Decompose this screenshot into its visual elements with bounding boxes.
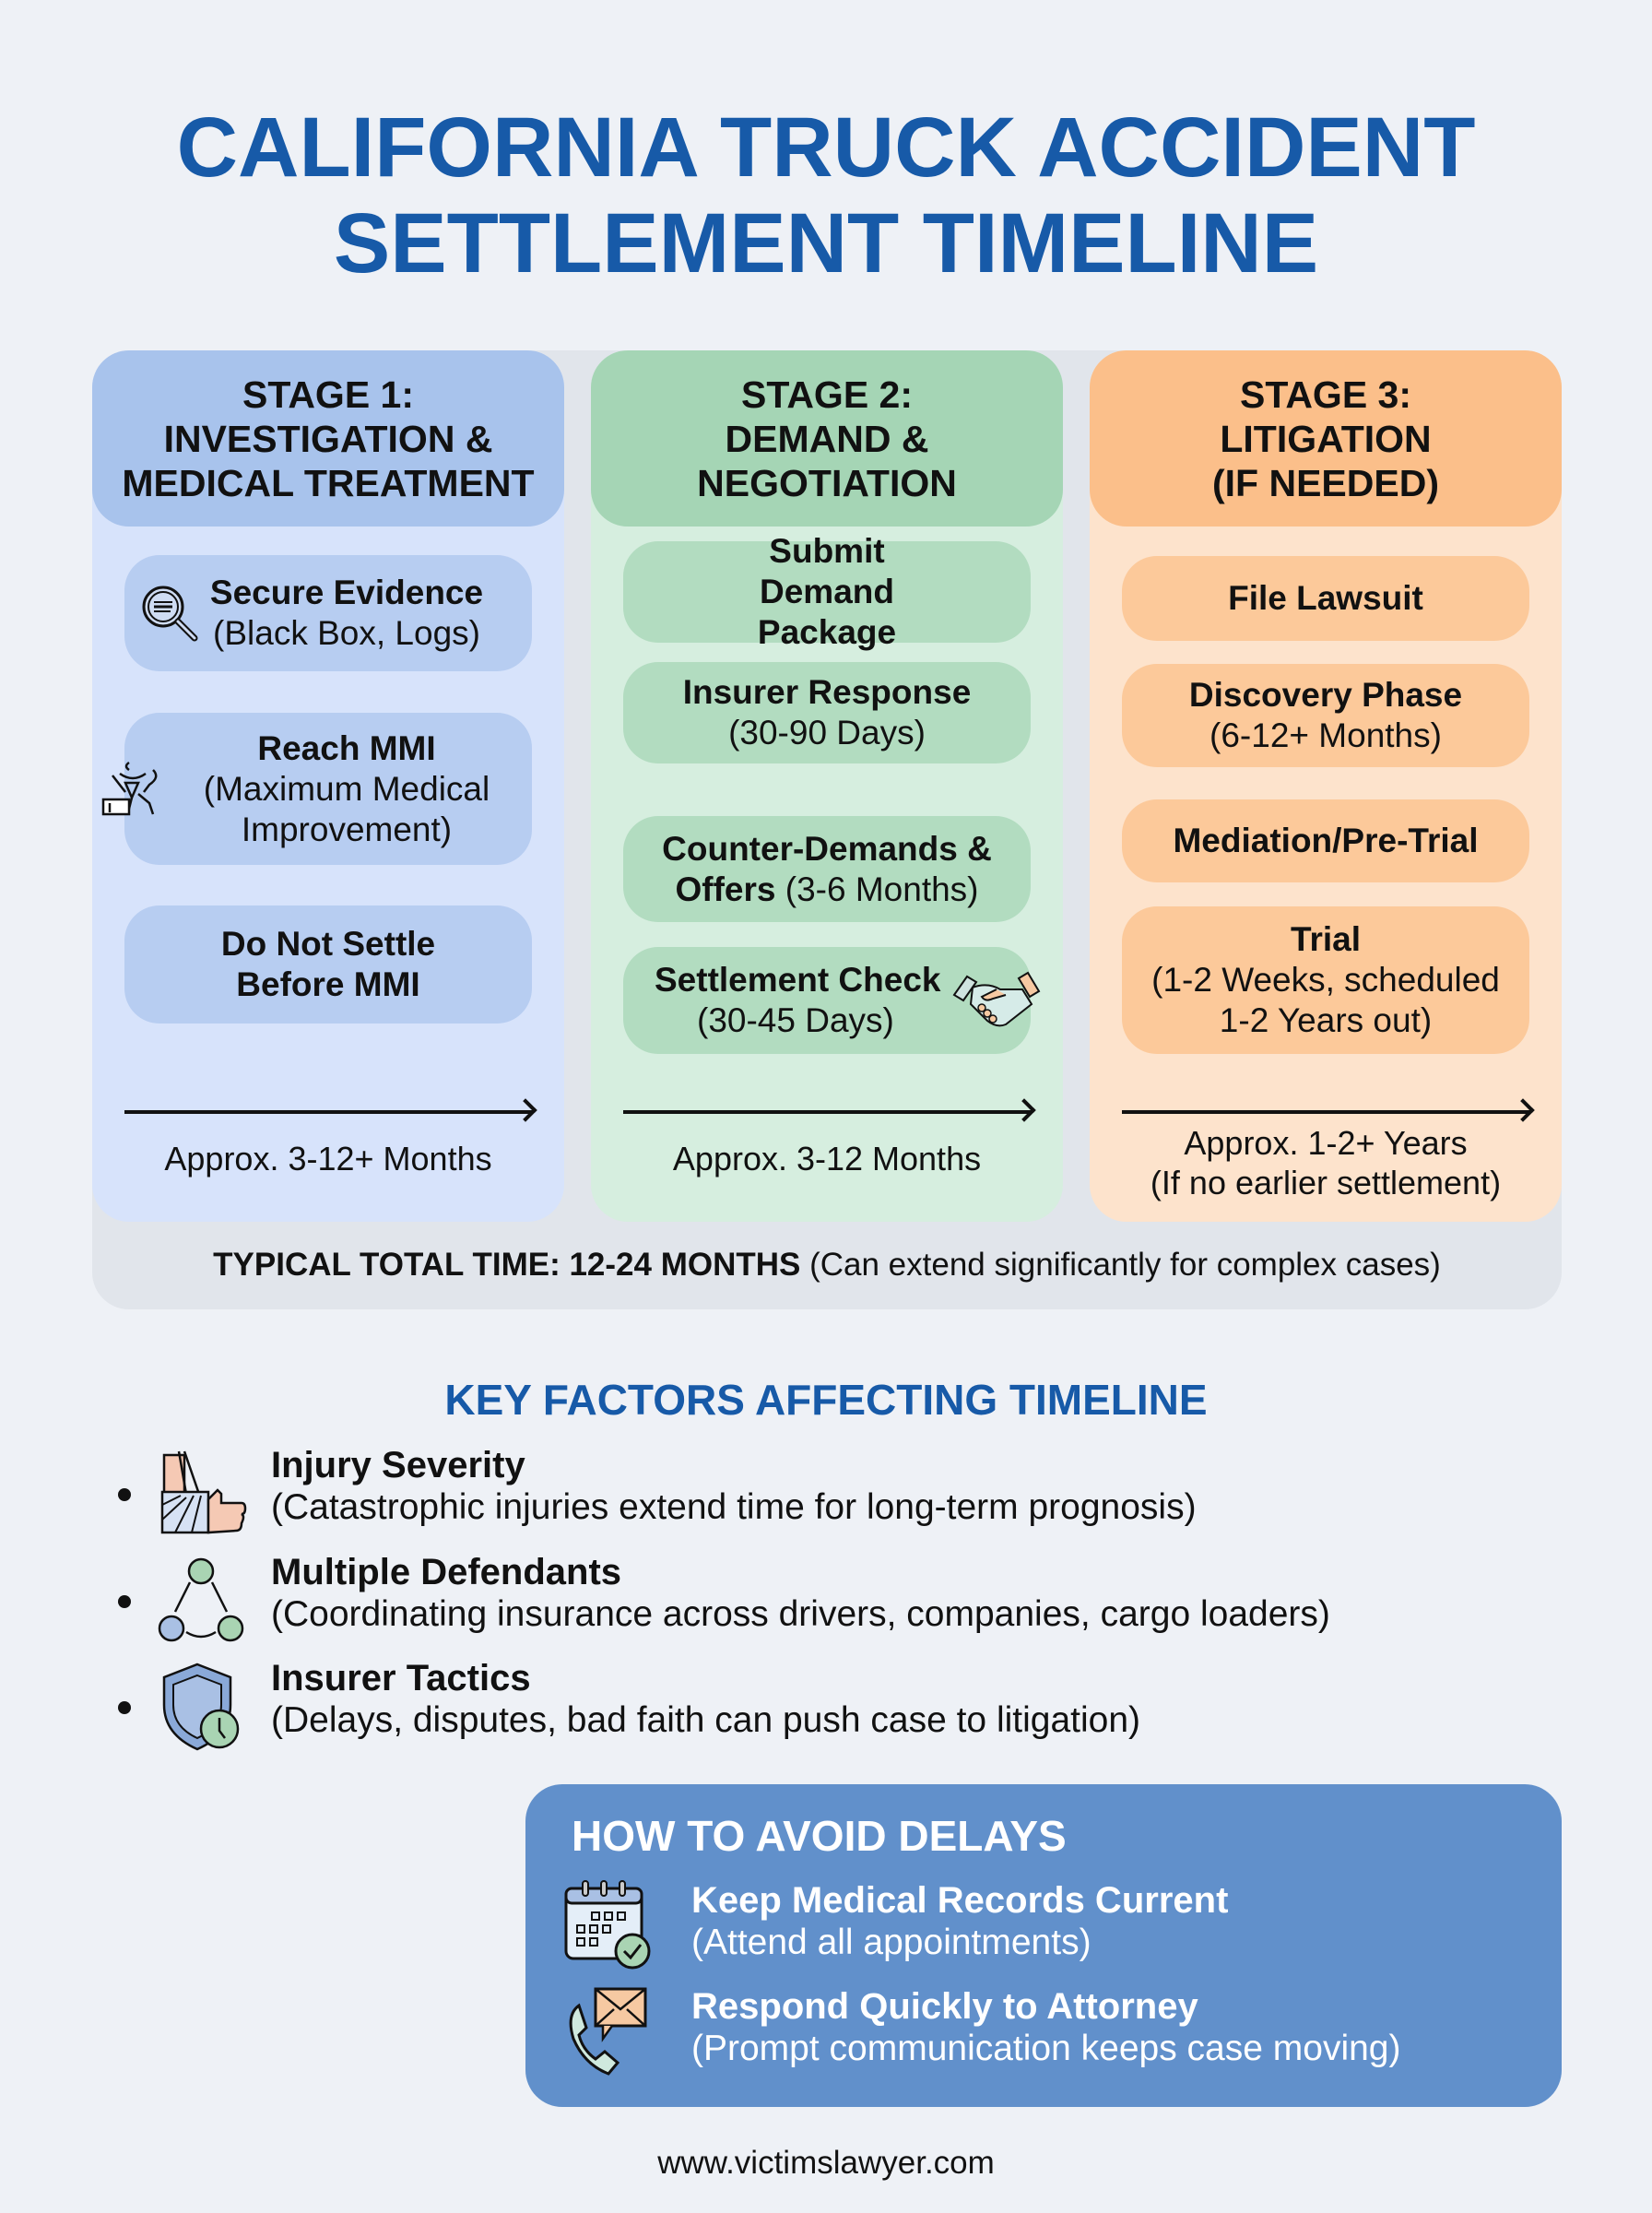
avoid-delays-title: HOW TO AVOID DELAYS: [572, 1812, 1067, 1860]
website-link[interactable]: www.victimslawyer.com: [657, 2145, 995, 2181]
stage-3-header-line: STAGE 3:: [1239, 373, 1412, 416]
timeline-arrow: [124, 1110, 532, 1114]
step-title: Submit Demand Package: [757, 532, 897, 651]
step-title: Do Not Settle Before MMI: [220, 925, 436, 1003]
step-reach-mmi: Reach MMI (Maximum Medical Improvement): [101, 713, 532, 865]
stage-3-column: STAGE 3: LITIGATION (IF NEEDED) File Law…: [1090, 350, 1562, 1222]
step-insurer-response: Insurer Response (30-90 Days): [623, 662, 1031, 763]
step-title: Secure Evidence: [209, 574, 484, 611]
stage-2-header-line: NEGOTIATION: [697, 461, 957, 504]
avoid-delays-text: Keep Medical Records Current (Attend all…: [691, 1879, 1228, 1964]
stage-1-header-line: INVESTIGATION &: [163, 417, 493, 460]
stage-3-duration: Approx. 1-2+ Years: [1184, 1124, 1468, 1162]
stage-1-header-line: MEDICAL TREATMENT: [122, 461, 535, 504]
step-title: Discovery Phase: [1188, 676, 1463, 714]
step-detail: (Black Box, Logs): [213, 614, 480, 652]
recovering-patient-icon: [101, 761, 158, 816]
step-trial: Trial (1-2 Weeks, scheduled 1-2 Years ou…: [1122, 906, 1529, 1054]
arm-cast-icon: [160, 1450, 247, 1534]
step-settlement-check: Settlement Check (30-45 Days): [623, 947, 1041, 1054]
stage-2-column: STAGE 2: DEMAND & NEGOTIATION Submit Dem…: [591, 350, 1063, 1222]
key-factors-title: KEY FACTORS AFFECTING TIMELINE: [444, 1376, 1208, 1424]
key-factor-heading: Insurer Tactics: [271, 1658, 531, 1698]
key-factor-detail: (Delays, disputes, bad faith can push ca…: [271, 1700, 1141, 1740]
step-detail: (30-45 Days): [697, 1001, 894, 1039]
step-detail: (6-12+ Months): [1210, 716, 1442, 754]
avoid-delays-detail: (Attend all appointments): [691, 1923, 1092, 1962]
title-line-2: SETTLEMENT TIMELINE: [333, 196, 1319, 290]
step-detail: (3-6 Months): [785, 870, 979, 908]
key-factor-detail: (Coordinating insurance across drivers, …: [271, 1594, 1330, 1634]
stage-2-header-line: STAGE 2:: [740, 373, 914, 416]
step-counter-demands: Counter-Demands & Offers (3-6 Months): [623, 816, 1031, 922]
step-do-not-settle: Do Not Settle Before MMI: [124, 905, 532, 1024]
step-title: Trial: [1290, 920, 1362, 958]
avoid-delays-item: Keep Medical Records Current (Attend all…: [562, 1879, 1540, 1981]
key-factor-text: Injury Severity (Catastrophic injuries e…: [271, 1444, 1197, 1529]
shield-clock-icon: [162, 1663, 240, 1751]
step-detail: (1-2 Weeks, scheduled 1-2 Years out): [1151, 961, 1500, 1039]
step-submit-demand: Submit Demand Package: [623, 532, 1031, 651]
timeline-arrow: [623, 1110, 1031, 1114]
timeline-arrow: [1122, 1110, 1529, 1114]
stage-1-column: STAGE 1: INVESTIGATION & MEDICAL TREATME…: [92, 350, 564, 1222]
step-title: Mediation/Pre-Trial: [1173, 822, 1479, 859]
avoid-delays-panel: HOW TO AVOID DELAYS Keep Medical Records…: [525, 1784, 1562, 2107]
step-title: Insurer Response: [682, 673, 972, 711]
page-title: CALIFORNIA TRUCK ACCIDENT SETTLEMENT TIM…: [0, 100, 1652, 291]
stage-2-duration: Approx. 3-12 Months: [672, 1140, 982, 1178]
total-time-note: (Can extend significantly for complex ca…: [809, 1247, 1441, 1283]
stage-3-header-line: (IF NEEDED): [1212, 461, 1439, 504]
key-factor-item: Injury Severity (Catastrophic injuries e…: [118, 1444, 1501, 1545]
step-title: Counter-Demands & Offers: [662, 829, 992, 908]
calendar-check-icon: [564, 1880, 651, 1970]
step-mediation: Mediation/Pre-Trial: [1122, 799, 1529, 882]
stage-1-header: STAGE 1: INVESTIGATION & MEDICAL TREATME…: [92, 350, 564, 527]
total-time: TYPICAL TOTAL TIME: 12-24 MONTHS (Can ex…: [92, 1245, 1562, 1285]
step-title: Reach MMI: [257, 728, 436, 767]
step-title: Settlement Check: [655, 961, 941, 999]
stage-3-header: STAGE 3: LITIGATION (IF NEEDED): [1090, 350, 1562, 527]
step-discovery-phase: Discovery Phase (6-12+ Months): [1122, 664, 1529, 767]
total-time-label: TYPICAL TOTAL TIME: 12-24 MONTHS: [213, 1247, 801, 1283]
avoid-delays-item: Respond Quickly to Attorney (Prompt comm…: [562, 1985, 1540, 2087]
step-detail: (30-90 Days): [728, 714, 926, 751]
handshake-icon: [952, 971, 1041, 1027]
avoid-delays-heading: Keep Medical Records Current: [691, 1880, 1229, 1921]
bullet: [118, 1701, 131, 1714]
magnifying-glass-icon: [142, 586, 198, 642]
bullet: [118, 1595, 131, 1608]
stage-2-header: STAGE 2: DEMAND & NEGOTIATION: [591, 350, 1063, 527]
avoid-delays-detail: (Prompt communication keeps case moving): [691, 2029, 1401, 2068]
key-factor-detail: (Catastrophic injuries extend time for l…: [271, 1487, 1197, 1527]
step-file-lawsuit: File Lawsuit: [1122, 556, 1529, 641]
avoid-delays-text: Respond Quickly to Attorney (Prompt comm…: [691, 1985, 1400, 2070]
stage-1-duration: Approx. 3-12+ Months: [164, 1140, 492, 1178]
key-factor-heading: Injury Severity: [271, 1445, 525, 1485]
step-title: File Lawsuit: [1228, 579, 1423, 617]
bullet: [118, 1488, 131, 1501]
step-detail: (Maximum Medical Improvement): [203, 769, 490, 848]
stage-3-duration-note: (If no earlier settlement): [1150, 1164, 1502, 1201]
stage-3-header-line: LITIGATION: [1220, 417, 1432, 460]
key-factor-text: Insurer Tactics (Delays, disputes, bad f…: [271, 1657, 1140, 1742]
stage-2-header-line: DEMAND &: [725, 417, 929, 460]
key-factor-text: Multiple Defendants (Coordinating insura…: [271, 1551, 1330, 1636]
key-factor-item: Insurer Tactics (Delays, disputes, bad f…: [118, 1657, 1501, 1758]
avoid-delays-heading: Respond Quickly to Attorney: [691, 1986, 1198, 2027]
key-factor-heading: Multiple Defendants: [271, 1552, 622, 1592]
step-secure-evidence: Secure Evidence (Black Box, Logs): [124, 555, 532, 671]
step-text: Counter-Demands & Offers (3-6 Months): [643, 829, 1011, 910]
phone-mail-icon: [569, 1987, 647, 2076]
title-line-1: CALIFORNIA TRUCK ACCIDENT: [176, 101, 1476, 195]
network-nodes-icon: [158, 1557, 244, 1642]
key-factor-item: Multiple Defendants (Coordinating insura…: [118, 1551, 1501, 1652]
stage-1-header-line: STAGE 1:: [242, 373, 415, 416]
